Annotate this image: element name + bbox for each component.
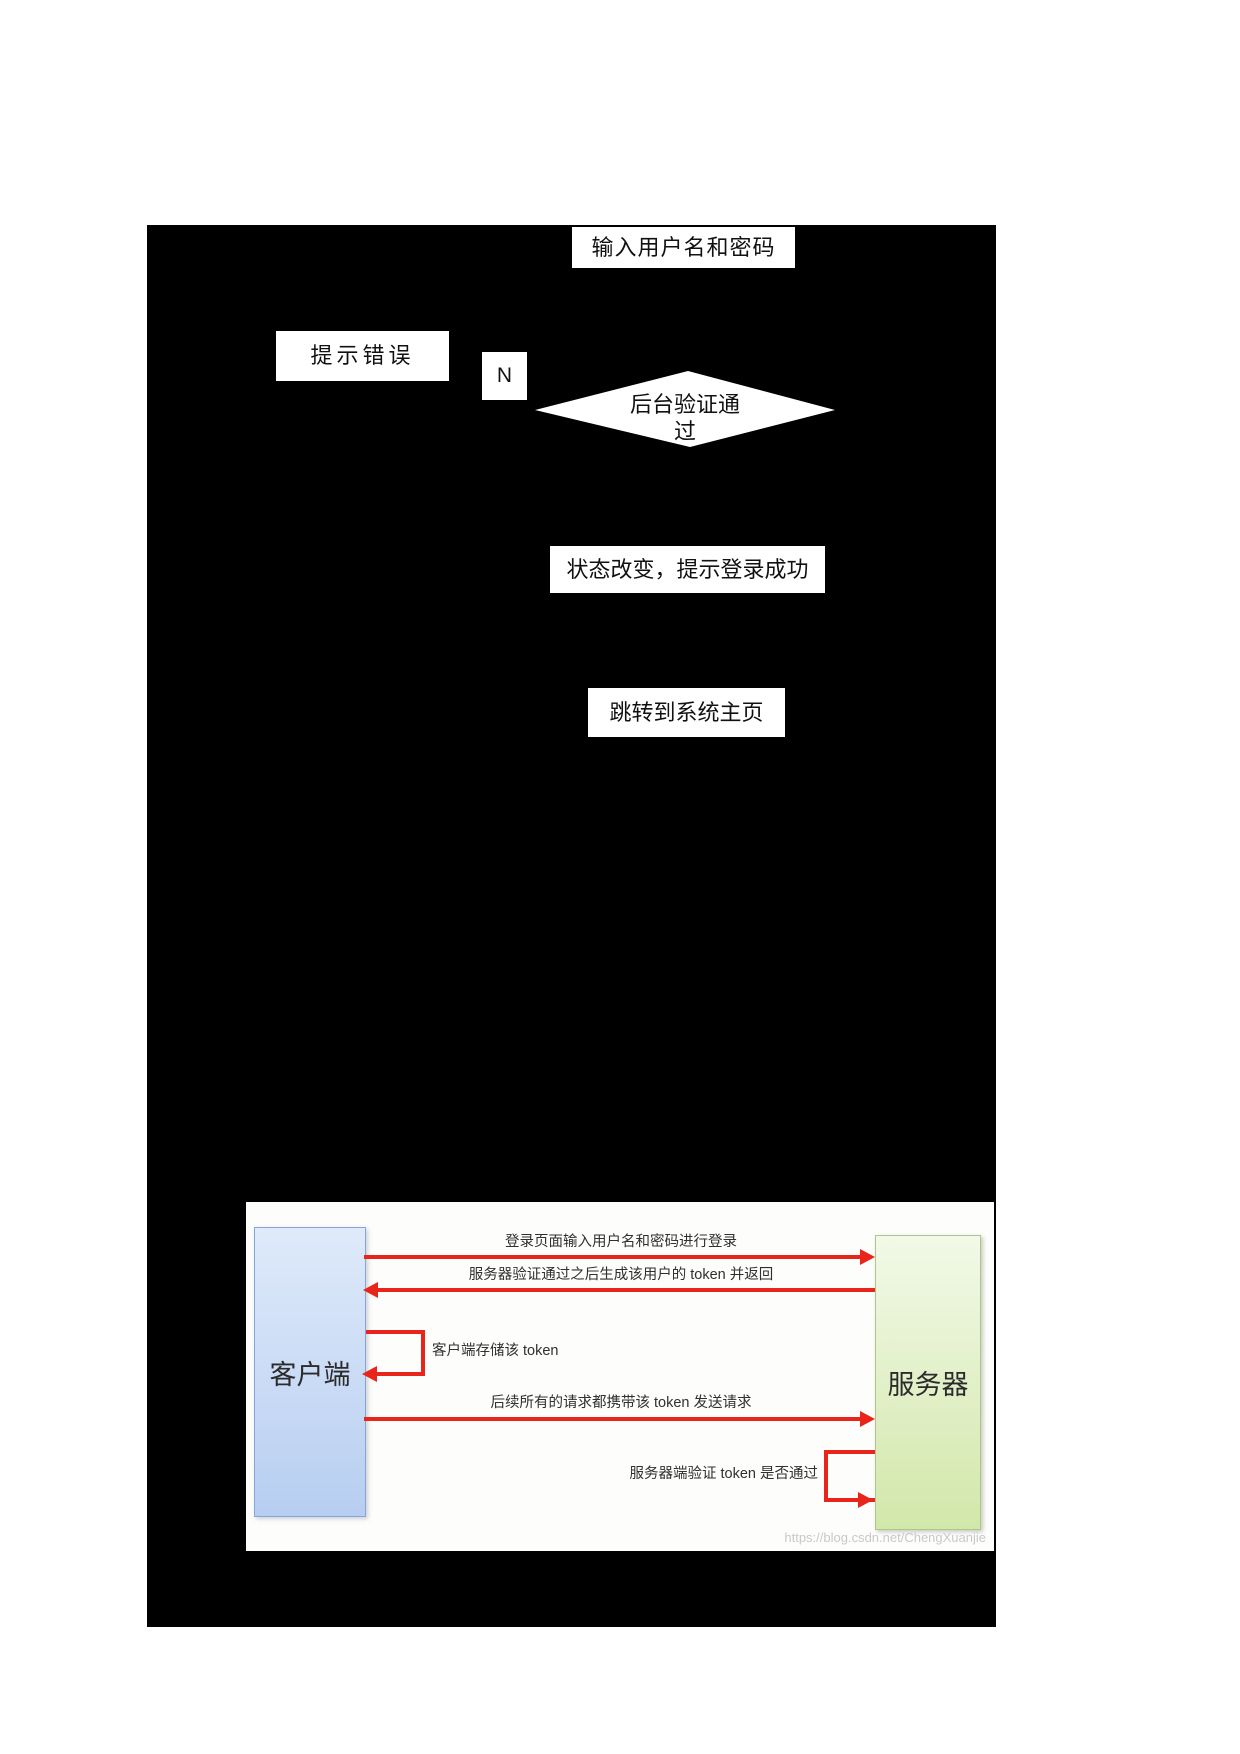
flow-node-login-success-label: 状态改变，提示登录成功 <box>566 556 809 582</box>
arrow-carry-token-head-icon <box>860 1411 875 1427</box>
flowchart-canvas: 输入用户名和密码 提示错误 N 后台验证通 过 状态改变，提示登录成功 跳转到系… <box>147 225 996 1627</box>
flow-branch-no: N <box>482 352 527 400</box>
flow-node-show-error-label: 提示错误 <box>310 343 415 369</box>
client-actor-label: 客户端 <box>269 1359 351 1390</box>
arrow-login-line <box>364 1255 862 1259</box>
arrow-token-return-line <box>378 1288 875 1292</box>
decision-diamond-label: 后台验证通 过 <box>629 392 740 444</box>
server-self-loop <box>824 1450 875 1502</box>
arrow-carry-token-line <box>364 1417 862 1421</box>
client-actor-box: 客户端 <box>254 1227 366 1517</box>
flow-node-login-success: 状态改变，提示登录成功 <box>550 546 825 593</box>
flow-node-show-error: 提示错误 <box>276 331 449 381</box>
message-login-label: 登录页面输入用户名和密码进行登录 <box>505 1234 737 1250</box>
flow-branch-no-label: N <box>496 363 513 387</box>
watermark-url: https://blog.csdn.net/ChengXuanjie <box>784 1530 986 1545</box>
message-store-token-label: 客户端存储该 token <box>432 1343 559 1359</box>
flow-node-redirect-home-label: 跳转到系统主页 <box>609 699 764 725</box>
arrow-login-head-icon <box>860 1249 875 1265</box>
message-verify-token-label: 服务器端验证 token 是否通过 <box>629 1466 818 1482</box>
flow-node-redirect-home: 跳转到系统主页 <box>588 688 785 737</box>
decision-diamond-shape <box>535 371 835 447</box>
client-self-loop <box>366 1330 425 1376</box>
flow-node-input-credentials-label: 输入用户名和密码 <box>591 234 776 260</box>
arrow-token-return-head-icon <box>363 1282 378 1298</box>
server-actor-label: 服务器 <box>887 1370 969 1400</box>
server-actor-box: 服务器 <box>875 1235 981 1530</box>
server-self-loop-head-icon <box>858 1492 873 1508</box>
sequence-diagram-panel: 客户端 服务器 登录页面输入用户名和密码进行登录 服务器验证通过之后生成该用户的… <box>246 1202 994 1551</box>
client-self-loop-head-icon <box>362 1366 377 1382</box>
message-carry-token-label: 后续所有的请求都携带该 token 发送请求 <box>490 1395 752 1411</box>
flow-node-input-credentials: 输入用户名和密码 <box>572 227 795 268</box>
message-token-return-label: 服务器验证通过之后生成该用户的 token 并返回 <box>468 1267 774 1283</box>
